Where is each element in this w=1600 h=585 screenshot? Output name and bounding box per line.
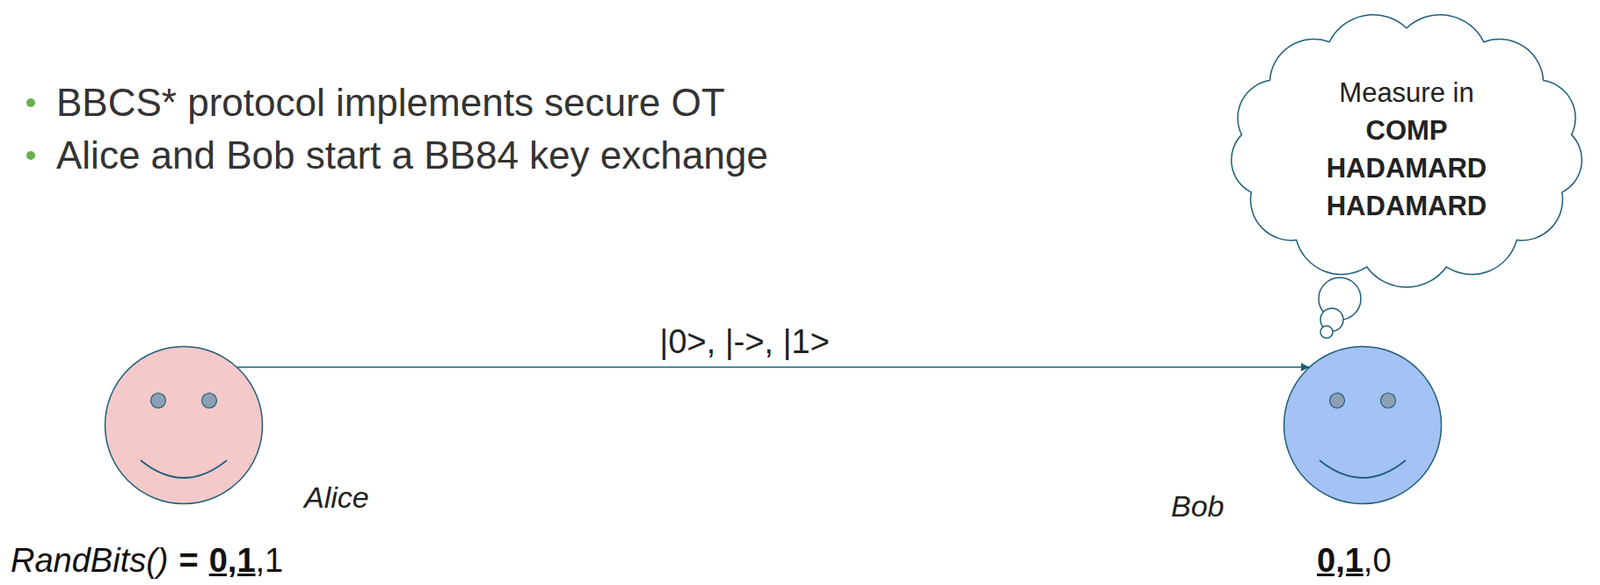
bullet-text: BBCS* protocol implements secure OT xyxy=(56,80,726,125)
bit-string: 0,1 xyxy=(209,541,256,581)
thought-bubble xyxy=(1320,326,1333,339)
bit-string: ,0 xyxy=(1363,541,1392,581)
face-shape xyxy=(1282,345,1443,506)
thought-heading: Measure in xyxy=(1338,73,1474,112)
bullet-dot xyxy=(26,98,36,108)
bit-string: RandBits() xyxy=(10,541,169,581)
bit-string: 0,1 xyxy=(1316,541,1364,581)
cloud-shape xyxy=(1217,5,1596,294)
bit-string-row: RandBits()=0,1,1 xyxy=(10,541,284,581)
person-name: Bob xyxy=(1170,489,1225,524)
bit-string: = xyxy=(179,541,199,581)
basis-name: COMP xyxy=(1366,111,1448,150)
bob-face: Bob xyxy=(1282,345,1443,506)
quantum-channel-arrow xyxy=(236,366,1310,369)
bullet-text-row: BBCS* protocol implements secure OT xyxy=(56,80,726,125)
basis-name: HADAMARD xyxy=(1326,187,1488,226)
bullet-dot xyxy=(26,151,36,160)
person-name: Alice xyxy=(304,480,370,516)
bullet-text-row: Alice and Bob start a BB84 key exchange xyxy=(56,132,769,178)
bit-string-row: 0,1,0 xyxy=(1316,541,1392,581)
basis-name: HADAMARD xyxy=(1326,149,1488,188)
thought-cloud: Measure inCOMPHADAMARDHADAMARD xyxy=(1217,5,1596,294)
edge-label: |0>, |->, |1> xyxy=(656,323,832,362)
face-shape xyxy=(103,345,264,506)
alice-face: Alice xyxy=(103,345,264,506)
bit-string: ,1 xyxy=(255,541,284,581)
bullet-text: Alice and Bob start a BB84 key exchange xyxy=(56,132,769,178)
